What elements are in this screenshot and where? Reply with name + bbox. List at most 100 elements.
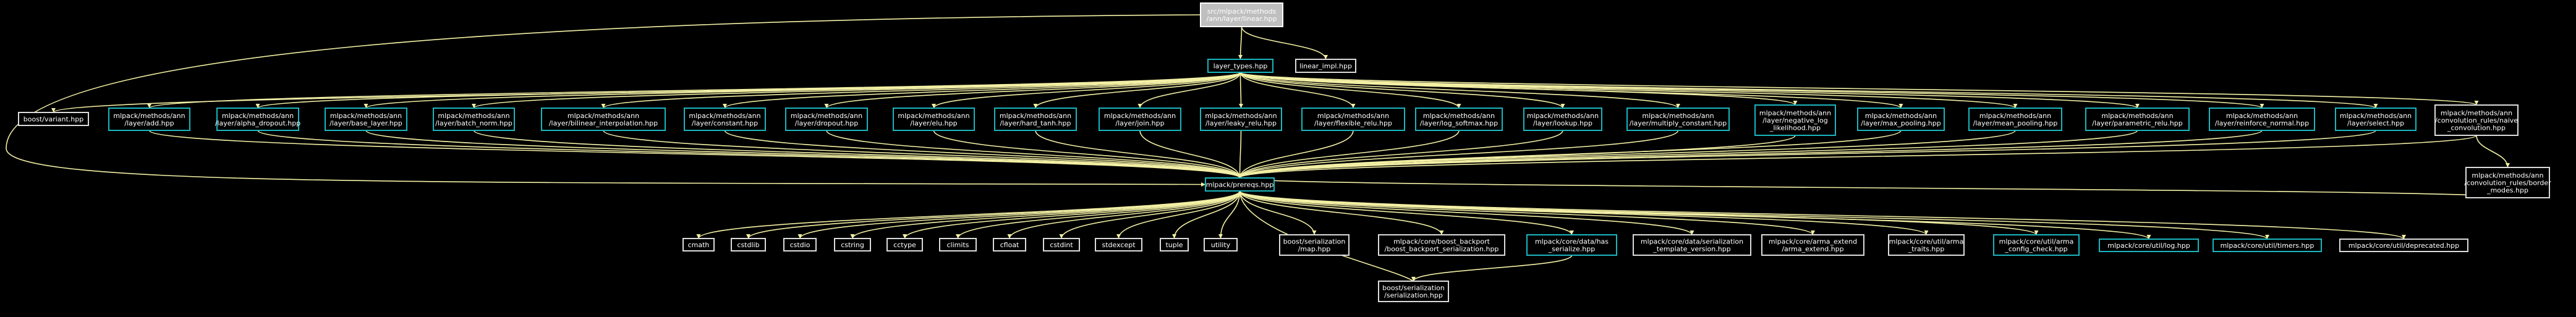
arrowhead-prereqs-to-arma_extend	[1811, 230, 1815, 235]
node-label-leaky_relu: /layer/leaky_relu.hpp	[1205, 119, 1277, 127]
node-box-lookup	[1523, 108, 1602, 131]
node-box-climits	[939, 238, 977, 251]
arrowhead-layer_types-to-join	[1137, 104, 1142, 108]
node-flexible_relu[interactable]: mlpack/methods/ann/layer/flexible_relu.h…	[1301, 108, 1405, 131]
arrowhead-layer_types-to-negative_log	[1793, 101, 1798, 105]
node-layer_types[interactable]: layer_types.hpp	[1207, 59, 1273, 73]
edge-layer_types-to-bilinear	[603, 72, 1241, 109]
node-constant[interactable]: mlpack/methods/ann/layer/constant.hpp	[684, 108, 766, 131]
node-box-leaky_relu	[1200, 108, 1282, 131]
node-deprecated: mlpack/core/util/deprecated.hpp	[2339, 239, 2468, 252]
node-label-bilinear: /layer/bilinear_interpolation.hpp	[549, 119, 658, 127]
node-negative_log[interactable]: mlpack/methods/ann/layer/negative_log_li…	[1754, 104, 1836, 136]
edge-prereqs-to-boost_backport	[1239, 190, 1442, 235]
arrowhead-prereqs-to-timers	[2265, 235, 2269, 239]
node-ser_serialization: boost/serialization/serialization.hpp	[1378, 281, 1449, 302]
node-log_softmax[interactable]: mlpack/methods/ann/layer/log_softmax.hpp	[1415, 108, 1503, 131]
node-arma_config_check[interactable]: mlpack/core/util/arma_config_check.hpp	[1993, 234, 2080, 256]
arrowhead-naive_conv-to-border_modes	[2506, 163, 2510, 167]
node-batch_norm[interactable]: mlpack/methods/ann/layer/batch_norm.hpp	[433, 108, 515, 131]
node-bilinear[interactable]: mlpack/methods/ann/layer/bilinear_interp…	[541, 108, 666, 131]
node-cmath: cmath	[682, 238, 715, 251]
node-box-log_softmax	[1415, 108, 1503, 131]
edge-prereqs-to-stdexcept	[1118, 190, 1241, 239]
edge-bilinear-to-prereqs	[603, 130, 1241, 179]
arrowhead-layer_types-to-add	[147, 104, 151, 108]
node-select[interactable]: mlpack/methods/ann/layer/select.hpp	[2335, 108, 2417, 131]
edge-prereqs-to-has_serialize	[1239, 190, 1573, 235]
edge-has_serialize-to-ser_serialization	[1413, 255, 1573, 282]
arrowhead-prereqs-to-deprecated	[2402, 235, 2406, 239]
node-lookup[interactable]: mlpack/methods/ann/layer/lookup.hpp	[1523, 108, 1602, 131]
arrowhead-prereqs-to-utility	[1218, 234, 1223, 239]
arrowhead-prereqs-to-cstdio	[797, 234, 802, 239]
edge-elu-to-prereqs	[933, 130, 1241, 179]
node-label-stdexcept: stdexcept	[1102, 241, 1136, 249]
node-label-border_modes: _modes.hpp	[2486, 187, 2528, 195]
arrowhead-layer_types-to-max_pooling	[1898, 104, 1903, 108]
node-box-cmath	[682, 238, 715, 251]
node-dropout[interactable]: mlpack/methods/ann/layer/dropout.hpp	[785, 108, 868, 131]
edge-parametric_relu-to-prereqs	[1239, 130, 2138, 179]
node-label-naive_conv: _convolution.hpp	[2447, 124, 2506, 132]
edge-layer_types-to-parametric_relu	[1239, 72, 2138, 109]
arrowhead-prereqs-to-stdexcept	[1116, 234, 1121, 239]
node-add[interactable]: mlpack/methods/ann/layer/add.hpp	[108, 108, 190, 131]
node-label-mean_pooling: /layer/mean_pooling.hpp	[1973, 119, 2058, 127]
node-cstring: cstring	[834, 238, 871, 251]
edge-layer_types-to-join	[1139, 72, 1241, 109]
edge-log_softmax-to-prereqs	[1239, 130, 1460, 179]
node-label-boost_backport: /boost_backport_serialization.hpp	[1385, 245, 1499, 253]
node-join[interactable]: mlpack/methods/ann/layer/join.hpp	[1099, 108, 1181, 131]
arrowhead-layer_types-to-boost_variant	[51, 108, 56, 112]
node-multiply_constant[interactable]: mlpack/methods/ann/layer/multiply_consta…	[1626, 108, 1730, 131]
node-max_pooling[interactable]: mlpack/methods/ann/layer/max_pooling.hpp	[1857, 108, 1945, 131]
node-label-flexible_relu: mlpack/methods/ann	[1317, 112, 1389, 120]
node-timers[interactable]: mlpack/core/util/timers.hpp	[2213, 239, 2322, 252]
node-hard_tanh[interactable]: mlpack/methods/ann/layer/hard_tanh.hpp	[994, 108, 1077, 131]
node-label-root: src/mlpack/methods	[1207, 7, 1277, 15]
node-climits: climits	[939, 238, 977, 251]
node-mean_pooling[interactable]: mlpack/methods/ann/layer/mean_pooling.hp…	[1968, 108, 2062, 131]
edge-layer_types-to-log_softmax	[1239, 72, 1460, 109]
arrowhead-has_serialize-to-ser_serialization	[1411, 277, 1416, 281]
arrowhead-layer_types-to-naive_conv	[2474, 101, 2479, 105]
node-arma_traits: mlpack/core/util/arma_traits.hpp	[1888, 234, 1965, 256]
edge-layer_types-to-dropout	[826, 72, 1241, 109]
arrowhead-layer_types-to-parametric_relu	[2135, 104, 2140, 108]
node-box-bilinear	[541, 108, 666, 131]
arrowhead-prereqs-to-cmath	[696, 234, 701, 239]
node-log[interactable]: mlpack/core/util/log.hpp	[2099, 239, 2199, 252]
node-label-climits: climits	[947, 241, 969, 249]
node-label-base_layer: mlpack/methods/ann	[330, 112, 402, 120]
node-label-cstring: cstring	[841, 241, 864, 249]
edge-max_pooling-to-prereqs	[1239, 130, 1902, 179]
node-prereqs[interactable]: mlpack/prereqs.hpp	[1205, 177, 1275, 192]
edge-constant-to-prereqs	[724, 130, 1241, 179]
node-elu[interactable]: mlpack/methods/ann/layer/elu.hpp	[893, 108, 975, 131]
node-box-deprecated	[2339, 239, 2468, 252]
edge-root-to-linear_impl	[1241, 26, 1327, 60]
node-has_serialize[interactable]: mlpack/core/data/has_serialize.hpp	[1526, 234, 1617, 256]
node-label-boost_backport: mlpack/core/boost_backport	[1393, 238, 1490, 246]
node-box-utility	[1204, 238, 1238, 251]
node-stdexcept: stdexcept	[1095, 238, 1142, 251]
node-label-multiply_constant: /layer/multiply_constant.hpp	[1630, 119, 1727, 127]
node-label-parametric_relu: mlpack/methods/ann	[2101, 112, 2173, 120]
node-box-cctype	[886, 238, 923, 251]
arrowhead-layer_types-to-leaky_relu	[1239, 104, 1243, 108]
node-base_layer[interactable]: mlpack/methods/ann/layer/base_layer.hpp	[325, 108, 407, 131]
node-label-reinforce_normal: /layer/reinforce_normal.hpp	[2215, 119, 2309, 127]
node-box-alpha_dropout	[216, 108, 299, 131]
node-alpha_dropout[interactable]: mlpack/methods/ann/layer/alpha_dropout.h…	[215, 108, 300, 131]
node-label-border_modes: /convolution_rules/border	[2464, 179, 2551, 187]
node-parametric_relu[interactable]: mlpack/methods/ann/layer/parametric_relu…	[2085, 108, 2190, 131]
arrowhead-layer_types-to-multiply_constant	[1676, 104, 1680, 108]
edge-batch_norm-to-prereqs	[473, 130, 1241, 179]
edge-root-to-prereqs	[6, 14, 1206, 185]
node-label-template_version: mlpack/core/data/serialization	[1641, 238, 1743, 246]
node-leaky_relu[interactable]: mlpack/methods/ann/layer/leaky_relu.hpp	[1200, 108, 1282, 131]
node-box-log	[2099, 239, 2199, 252]
node-reinforce_normal[interactable]: mlpack/methods/ann/layer/reinforce_norma…	[2209, 108, 2315, 131]
